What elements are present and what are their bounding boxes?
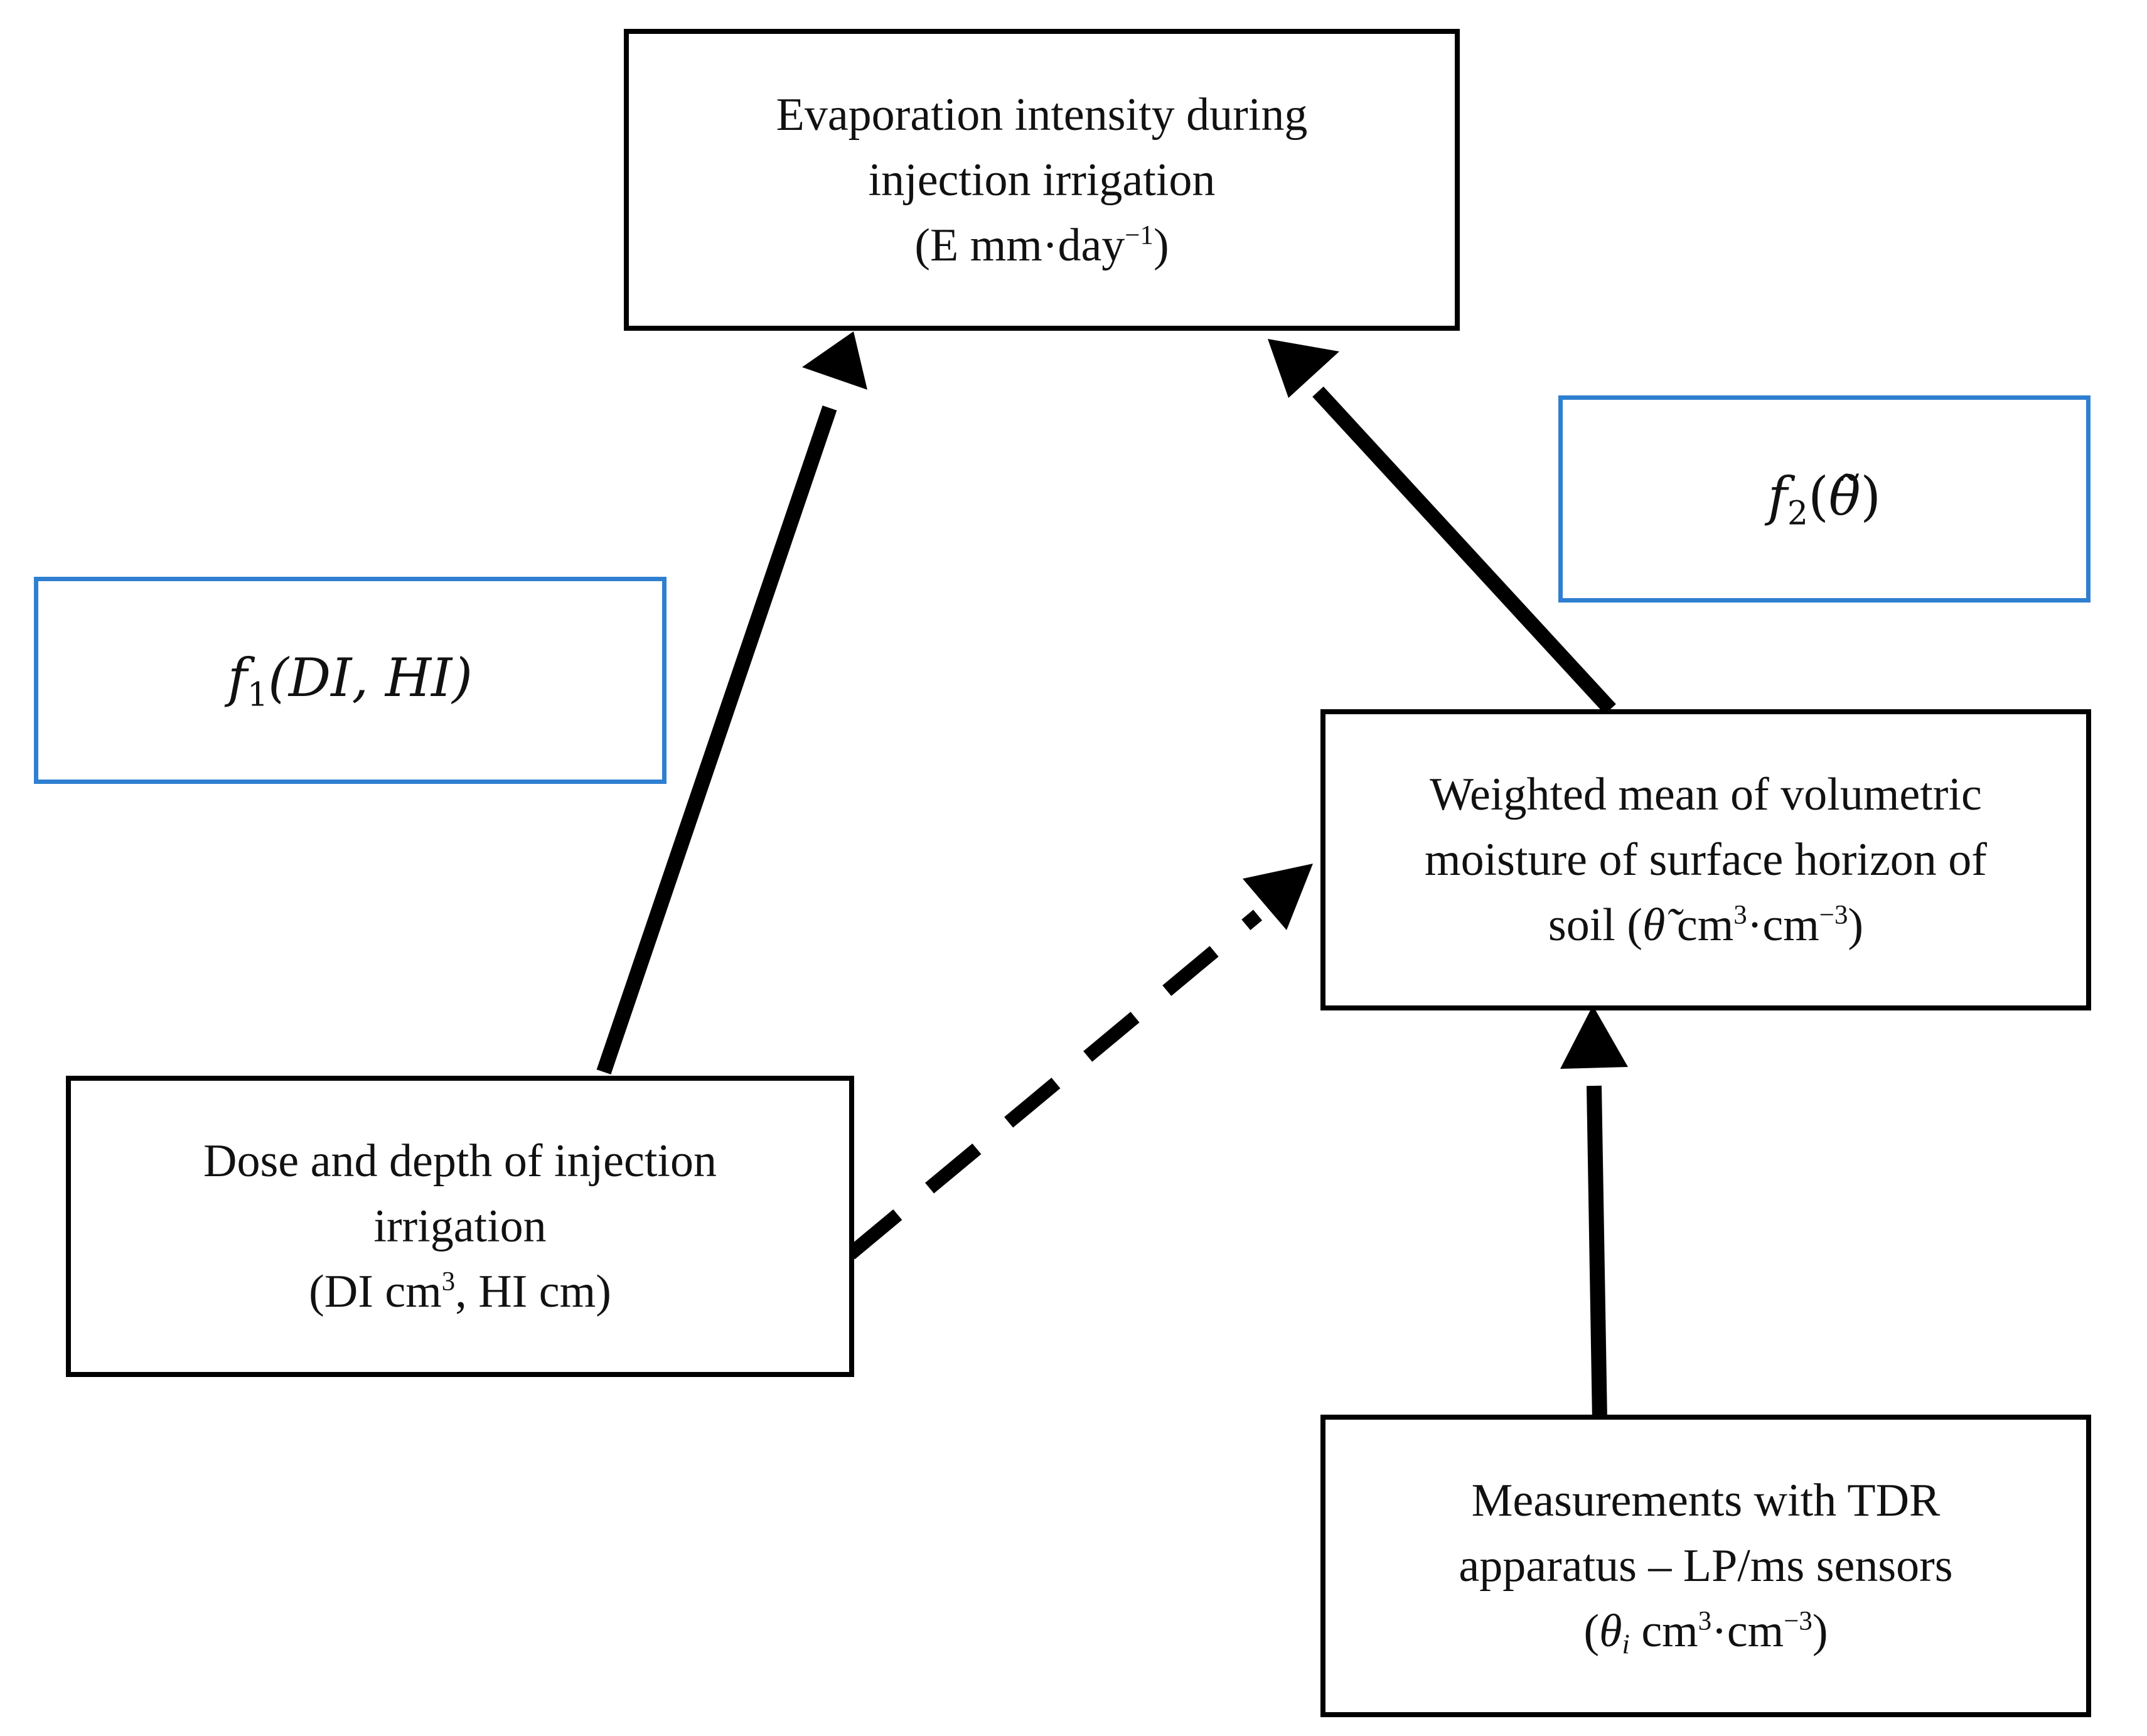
function-f1-label: f1(DI, HI): [227, 646, 473, 714]
arrow-dose-to-evaporation: [596, 405, 837, 1074]
function-f2-box: f2(θ̃): [1558, 395, 2091, 603]
arrow-weighted-to-evaporation-head: [1268, 339, 1339, 398]
node-evaporation-intensity: Evaporation intensity during injection i…: [624, 29, 1460, 331]
node-weighted-line3: soil (θ̃ cm3·cm−3): [1548, 899, 1864, 951]
arrow-dose-to-evaporation-head: [802, 331, 867, 390]
node-evaporation-line1: Evaporation intensity during: [776, 88, 1308, 141]
arrow-tdr-to-weighted-head: [1560, 1005, 1628, 1069]
node-tdr-line1: Measurements with TDR: [1471, 1475, 1941, 1526]
arrow-weighted-to-evaporation: [1312, 386, 1616, 715]
node-tdr-line2: apparatus – LP/ms sensors: [1459, 1540, 1953, 1592]
node-dose-depth: Dose and depth of injection irrigation (…: [66, 1076, 854, 1377]
function-f1-box: f1(DI, HI): [34, 577, 667, 784]
node-tdr-line3: (θi cm3·cm−3): [1583, 1605, 1828, 1660]
node-dose-line2: irrigation: [373, 1201, 547, 1252]
node-tdr-measurements: Measurements with TDR apparatus – LP/ms …: [1320, 1415, 2091, 1717]
arrow-dose-to-weighted-dashed: [845, 909, 1263, 1260]
node-weighted-line2: moisture of surface horizon of: [1425, 834, 1987, 886]
node-dose-line1: Dose and depth of injection: [203, 1135, 717, 1187]
node-weighted-mean-moisture: Weighted mean of volumetric moisture of …: [1320, 709, 2091, 1010]
node-evaporation-line3: (E mm·day−1): [914, 219, 1169, 271]
node-dose-line3: (DI cm3, HI cm): [309, 1266, 611, 1317]
node-weighted-line1: Weighted mean of volumetric: [1430, 769, 1982, 820]
node-evaporation-line2: injection irrigation: [868, 154, 1216, 206]
arrow-tdr-to-weighted: [1587, 1085, 1607, 1420]
function-f2-label: f2(θ̃): [1767, 465, 1882, 533]
arrow-dose-to-weighted-head: [1243, 864, 1313, 930]
